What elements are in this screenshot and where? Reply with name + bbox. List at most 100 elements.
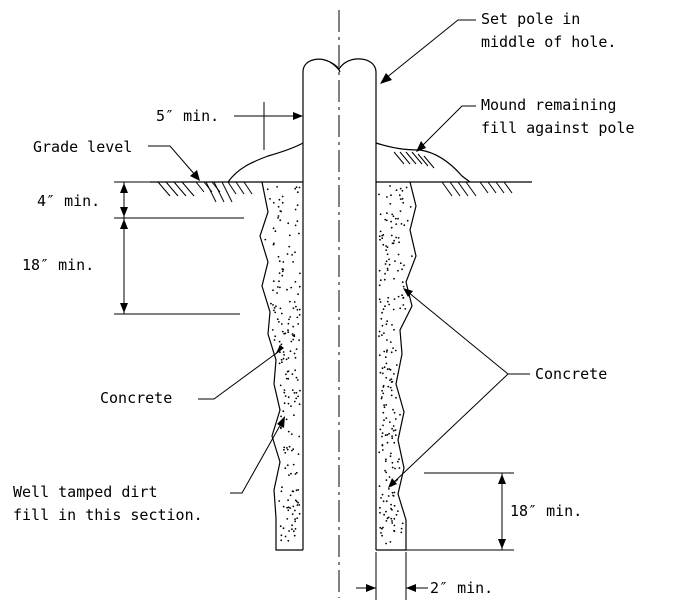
concrete-dot — [391, 461, 394, 464]
concrete-dot — [392, 494, 394, 497]
concrete-dot — [298, 403, 301, 406]
concrete-dot — [389, 185, 391, 187]
concrete-dot — [282, 505, 285, 508]
concrete-dot — [391, 522, 394, 524]
concrete-dot — [277, 215, 280, 217]
concrete-dot — [297, 489, 300, 491]
concrete-dot — [381, 311, 383, 314]
concrete-dot — [382, 308, 385, 311]
concrete-dot — [383, 278, 386, 281]
concrete-dot — [292, 530, 295, 533]
concrete-dot — [277, 217, 279, 219]
concrete-dot — [379, 526, 382, 529]
concrete-dot — [399, 262, 402, 265]
concrete-dot — [383, 366, 386, 369]
concrete-dot — [292, 338, 295, 341]
concrete-dot — [280, 426, 282, 429]
concrete-dot — [397, 510, 399, 512]
concrete-dot — [292, 261, 294, 263]
concrete-dot — [281, 201, 284, 204]
concrete-dot — [296, 191, 299, 194]
concrete-dot — [281, 486, 283, 489]
concrete-dot — [296, 517, 299, 519]
concrete-dot — [280, 358, 283, 361]
concrete-dot — [402, 297, 405, 299]
concrete-dot — [386, 339, 388, 341]
concrete-dot — [279, 351, 281, 354]
concrete-dot — [272, 243, 275, 246]
concrete-dot — [401, 189, 404, 192]
concrete-dot — [278, 362, 281, 365]
concrete-dot — [402, 201, 405, 204]
concrete-dot — [292, 448, 295, 451]
concrete-dot — [290, 433, 293, 435]
concrete-dot — [385, 323, 388, 326]
concrete-dot — [398, 458, 400, 461]
concrete-dot — [380, 497, 382, 499]
concrete-dot — [295, 348, 298, 350]
concrete-left-leader — [198, 345, 284, 400]
concrete-dot — [401, 268, 403, 271]
concrete-dot — [278, 260, 281, 263]
concrete-dot — [295, 471, 298, 474]
concrete-dot — [381, 493, 384, 496]
concrete-dot — [381, 237, 384, 240]
concrete-dot — [382, 526, 384, 529]
concrete-dot — [378, 354, 381, 356]
concrete-dot — [397, 253, 400, 256]
concrete-dot — [290, 472, 292, 475]
concrete-dot — [295, 305, 297, 308]
concrete-dot — [385, 362, 388, 365]
concrete-dot — [392, 429, 395, 432]
concrete-dot — [294, 518, 296, 520]
concrete-dot — [379, 511, 381, 514]
concrete-dot — [385, 404, 388, 406]
concrete-dot — [283, 402, 286, 405]
concrete-dot — [393, 517, 396, 520]
concrete-dot — [298, 504, 301, 506]
concrete-dot — [281, 361, 283, 364]
concrete-dot — [385, 542, 387, 545]
concrete-dot — [399, 210, 402, 213]
concrete-dot — [280, 343, 283, 346]
concrete-dot — [298, 186, 301, 189]
concrete-dot — [391, 242, 394, 245]
concrete-dot — [292, 463, 295, 466]
concrete-dot — [278, 321, 280, 323]
concrete-dot — [390, 378, 393, 380]
concrete-dot — [295, 186, 298, 189]
mound-label-1: Mound remaining — [481, 96, 616, 114]
concrete-dot — [386, 196, 388, 198]
concrete-dot — [392, 347, 394, 349]
concrete-dot — [382, 500, 385, 503]
concrete-dot — [390, 194, 392, 197]
concrete-dot — [296, 504, 299, 506]
concrete-dot — [282, 268, 285, 271]
concrete-dot — [292, 325, 295, 328]
eighteen-min-bottom-label: 18″ min. — [510, 502, 582, 520]
concrete-dot — [379, 213, 382, 216]
pole — [302, 58, 377, 550]
concrete-dot — [382, 386, 385, 388]
concrete-dot — [393, 504, 396, 507]
concrete-dot — [280, 312, 283, 315]
concrete-right-leaders — [388, 288, 530, 488]
concrete-dot — [381, 444, 384, 447]
concrete-dot — [392, 215, 395, 218]
concrete-dot — [409, 206, 412, 208]
concrete-dot — [390, 507, 392, 510]
concrete-dot — [392, 308, 395, 311]
concrete-dot — [290, 405, 292, 407]
concrete-dot — [289, 350, 292, 353]
concrete-dot — [395, 513, 398, 516]
concrete-dot — [392, 408, 394, 411]
concrete-dot — [281, 330, 284, 333]
concrete-dot — [391, 491, 394, 494]
concrete-dot — [277, 255, 280, 258]
concrete-dot — [385, 479, 388, 481]
concrete-right-label: Concrete — [535, 365, 607, 383]
concrete-dot — [399, 198, 402, 201]
concrete-dot — [296, 316, 299, 319]
concrete-dot — [293, 400, 296, 403]
